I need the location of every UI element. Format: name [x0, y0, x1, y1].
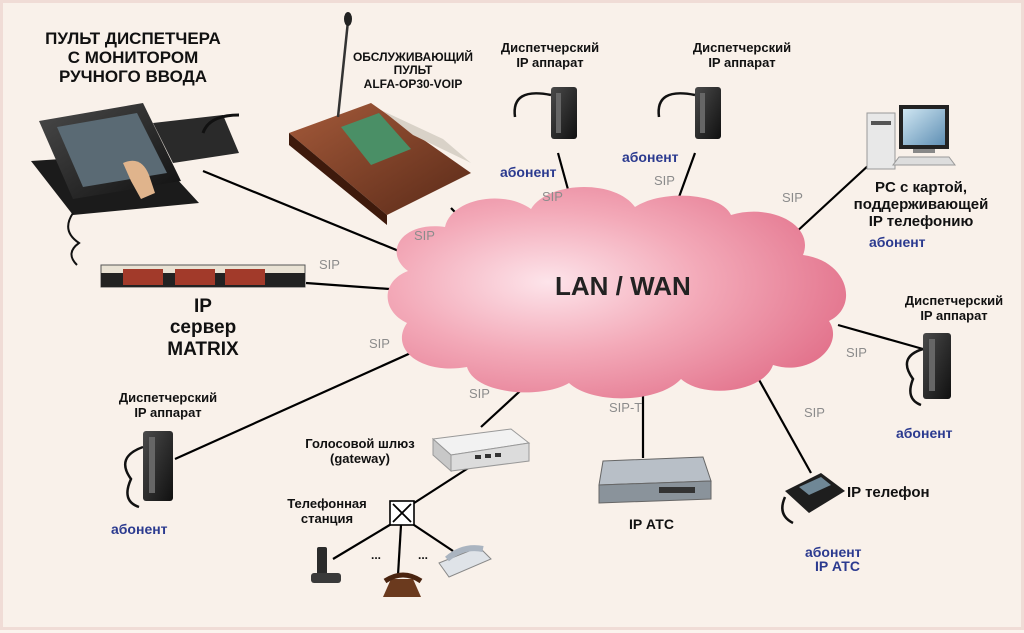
desk-phone-icon-top2 — [657, 87, 721, 139]
service-console-label: ОБСЛУЖИВАЮЩИЙ ПУЛЬТ ALFA-OP30-VOIP — [343, 50, 483, 91]
desk-phone-icon-top1 — [513, 87, 577, 139]
ip-phone-right-line1: Диспетчерский — [904, 293, 1004, 308]
white-phone-icon — [438, 545, 492, 578]
console-monitor-line1: ПУЛЬТ ДИСПЕТЧЕРА — [45, 29, 221, 48]
exchange-dots-2: ... — [418, 548, 429, 562]
link-exchange-phone2 — [396, 524, 403, 576]
pc-line1: PC с картой, — [874, 179, 968, 196]
desk-phone-icon-left — [123, 431, 173, 509]
ip-phone-top2-line1: Диспетчерский — [692, 40, 792, 55]
ip-phone-top2-label: Диспетчерский IP аппарат — [679, 40, 805, 70]
sip-label-phone-top2: SIP — [654, 173, 675, 188]
sip-label-phone-top1: SIP — [542, 189, 563, 204]
pc-line3: IP телефонию — [868, 212, 974, 230]
ip-phone-right-subscriber: абонент — [896, 425, 953, 441]
ip-phone-pbx-label: IP телефон — [847, 484, 930, 501]
ip-phone-top1-label: Диспетчерский IP аппарат — [487, 40, 613, 70]
gateway-icon — [431, 428, 531, 473]
link-ip-phone-left — [174, 341, 434, 461]
ip-phone-right-label: Диспетчерский IP аппарат — [889, 293, 1019, 323]
exchange-line2: станция — [300, 510, 354, 526]
sip-label-phone-left: SIP — [369, 336, 390, 351]
console-monitor-line2: С МОНИТОРОМ — [67, 48, 199, 68]
exchange-line1: Телефонная — [287, 496, 367, 511]
link-ip-phone-right — [837, 323, 924, 351]
service-console-line2: ПУЛЬТ — [393, 63, 433, 78]
link-ip-server — [305, 281, 404, 292]
pbx-box-icon — [598, 456, 712, 504]
rack-server-icon — [100, 264, 306, 288]
ip-phone-left-line1: Диспетчерский — [118, 390, 218, 405]
gateway-line1: Голосовой шлюз — [305, 436, 415, 451]
ip-phone-top1-subscriber: абонент — [500, 164, 557, 180]
exchange-dots-1: ... — [371, 548, 382, 562]
desk-phone-icon-right — [905, 333, 951, 407]
ip-phone-icon — [781, 473, 845, 525]
link-ip-phone-pbx — [752, 368, 812, 474]
exchange-cross-icon — [389, 500, 415, 526]
ip-server-line1: IP — [194, 296, 212, 317]
ip-phone-top2-subscriber: абонент — [622, 149, 679, 165]
pc-line2: поддерживающей — [853, 195, 989, 213]
pc-subscriber: абонент — [869, 234, 926, 250]
cloud-label: LAN / WAN — [555, 271, 691, 301]
ip-phone-top1-line2: IP аппарат — [516, 54, 584, 70]
cordless-phone-icon — [311, 547, 341, 583]
pc-icon — [866, 105, 956, 170]
service-console-line3: ALFA-OP30-VOIP — [363, 76, 463, 91]
ip-phone-top1-line1: Диспетчерский — [500, 40, 600, 55]
ip-pbx-label: IP АТС — [629, 516, 674, 532]
connection-lines — [174, 152, 924, 576]
pc-label: PC с картой, поддерживающей IP телефонию — [839, 179, 1003, 230]
link-pc — [792, 162, 872, 236]
sip-label-console: SIP — [414, 228, 435, 243]
link-console-monitor — [202, 169, 434, 267]
ip-phone-left-subscriber: абонент — [111, 521, 168, 537]
link-exchange-phone1 — [332, 522, 394, 560]
console-monitor-label: ПУЛЬТ ДИСПЕТЧЕРА С МОНИТОРОМ РУЧНОГО ВВО… — [23, 29, 243, 86]
sip-label-server: SIP — [319, 257, 340, 272]
ip-phone-top2-line2: IP аппарат — [708, 54, 776, 70]
ip-server-line2: сервер — [169, 317, 237, 339]
sip-label-phone-right: SIP — [846, 345, 867, 360]
service-console-line1: ОБСЛУЖИВАЮЩИЙ — [352, 50, 474, 64]
link-exchange-phone3 — [410, 522, 454, 552]
exchange-label: Телефонная станция — [265, 496, 389, 526]
console-monitor-line3: РУЧНОГО ВВОДА — [58, 67, 207, 87]
ip-phone-left-line2: IP аппарат — [134, 404, 202, 420]
sip-label-ip-phone: SIP — [804, 405, 825, 420]
link-gateway-exchange — [410, 464, 474, 506]
ip-phone-left-label: Диспетчерский IP аппарат — [103, 390, 233, 420]
ip-server-label: IP сервер MATRIX — [133, 296, 273, 360]
lan-wan-cloud — [387, 186, 847, 399]
ip-phone-pbx-subscriber2: IP АТС — [815, 558, 860, 574]
sip-t-label-pbx: SIP-T — [609, 400, 643, 415]
gateway-line2: (gateway) — [330, 450, 390, 466]
gateway-label: Голосовой шлюз (gateway) — [285, 436, 435, 466]
ip-phone-right-line2: IP аппарат — [920, 307, 988, 323]
diagram-graphics — [31, 12, 956, 597]
ip-phone-pbx-subscriber1: абонент — [805, 544, 862, 560]
ip-server-line3: MATRIX — [167, 338, 239, 360]
rotary-phone-icon — [383, 572, 423, 597]
operator-console-icon — [289, 12, 471, 225]
sip-label-pc: SIP — [782, 190, 803, 205]
desk-console-icon — [31, 103, 240, 266]
sip-label-gateway: SIP — [469, 386, 490, 401]
